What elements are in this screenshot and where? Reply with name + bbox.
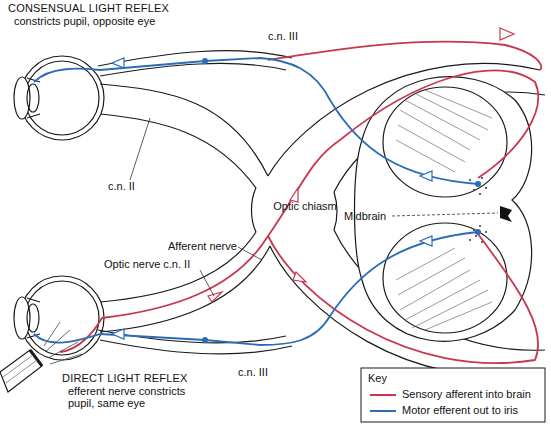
optic-nerve-outline [101, 232, 256, 302]
iris [27, 298, 40, 338]
optic-chiasm-outline [252, 188, 257, 232]
flashlight-ribs [3, 355, 37, 383]
oculomotor-nerve-outline [100, 63, 286, 76]
optic-nerve-outline [101, 114, 256, 188]
stipple [473, 229, 475, 231]
midbrain-outline [355, 77, 532, 342]
open-arrowhead [420, 171, 432, 181]
open-arrowhead [208, 292, 222, 302]
open-arrowhead [500, 28, 514, 40]
efferent-fiber [34, 58, 478, 184]
stipple [481, 177, 483, 179]
afferent-fiber [268, 234, 538, 363]
nerve-label: c.n. III [268, 30, 298, 42]
afferent-pathway [60, 42, 541, 363]
ciliary-ganglion [202, 337, 208, 343]
structure-label: Optic chiasm [270, 200, 340, 212]
stipple [475, 235, 477, 237]
legend-text: Sensory afferent into brain [402, 388, 531, 401]
flashlight-body [0, 350, 42, 392]
eyeball [20, 276, 104, 360]
afferent-arrows [208, 28, 514, 392]
open-arrowhead [290, 188, 298, 202]
legend-text: Motor efferent out to iris [402, 404, 518, 417]
reflex-heading: CONSENSUAL LIGHT REFLEX [8, 2, 169, 14]
nucleus-dot [475, 181, 481, 187]
stipple [469, 179, 471, 181]
stipple [473, 189, 475, 191]
afferent-fiber [268, 42, 541, 70]
leader-line [392, 213, 498, 216]
lens [27, 304, 39, 332]
reflex-note: efferent nerve constricts pupil, same ey… [68, 385, 208, 409]
legend-line-sample [370, 407, 396, 415]
nerve-label: Optic nerve c.n. II [104, 258, 190, 270]
legend-line [370, 394, 396, 396]
nerve-label: c.n. II [108, 180, 135, 192]
reflex-note: constricts pupil, opposite eye [14, 15, 155, 27]
leader-line [200, 270, 214, 296]
legend-frame [361, 368, 545, 422]
efferent-pathway [34, 58, 478, 345]
cerebral-peduncle [383, 223, 507, 333]
stipple [485, 231, 487, 233]
ciliary-ganglion [202, 58, 208, 64]
light-rays [44, 322, 82, 364]
open-arrowhead [112, 329, 124, 339]
stipple [479, 225, 481, 227]
legend-title: Key [368, 372, 387, 384]
ganglion-dots [202, 58, 481, 343]
open-arrowhead [112, 58, 124, 68]
nucleus-dot [475, 229, 481, 235]
open-arrowhead [420, 236, 432, 246]
eye-wall [25, 61, 99, 135]
cerebral-aqueduct [500, 206, 512, 222]
hatch-lines [396, 90, 492, 172]
oculomotor-nerve-outline [98, 330, 286, 343]
efferent-fiber [34, 232, 478, 345]
open-arrowhead [293, 272, 306, 282]
nerve-label: Afferent nerve [168, 240, 237, 252]
reflex-heading: DIRECT LIGHT REFLEX [62, 372, 188, 384]
structure-label: Midbrain [344, 210, 386, 222]
lens [27, 84, 39, 112]
nucleus-stipple [469, 177, 512, 243]
iris [27, 78, 40, 118]
eye-wall [25, 281, 99, 355]
legend-line-sample [370, 391, 396, 399]
peduncle-hatching [396, 90, 492, 330]
stipple [469, 239, 471, 241]
anatomy-outlines [14, 51, 545, 376]
leader-line [238, 247, 262, 260]
efferent-arrows [112, 58, 432, 339]
stipple [485, 187, 487, 189]
leader-line [130, 118, 150, 180]
hatch-lines [396, 248, 492, 330]
legend-line [370, 410, 396, 412]
afferent-fiber [60, 70, 538, 352]
optic-nerve-outline [100, 246, 270, 332]
nerve-label: c.n. III [238, 366, 268, 378]
optic-nerve-outline [100, 84, 268, 176]
stipple [479, 193, 481, 195]
